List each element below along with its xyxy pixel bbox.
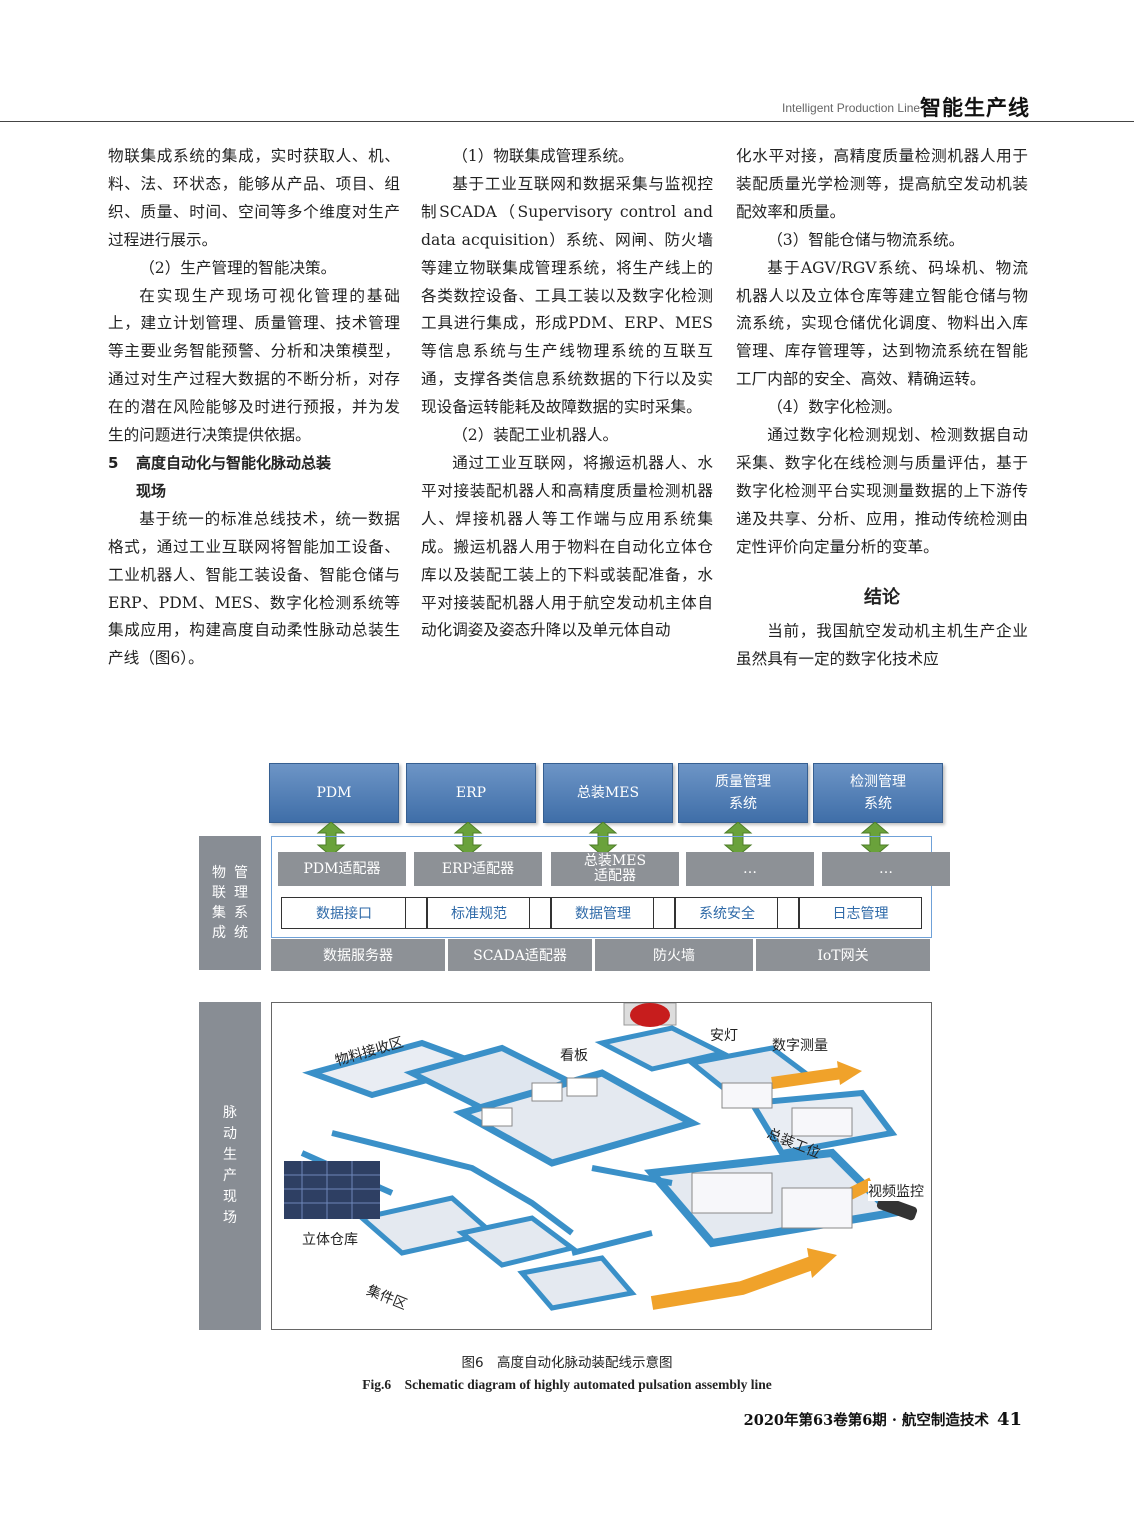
adapter-more: … xyxy=(822,852,950,886)
system-box-pdm: PDM xyxy=(269,763,399,823)
paragraph: （2）装配工业机器人。 xyxy=(452,426,619,445)
paragraph: 基于统一的标准总线技术，统一数据格式，通过工业互联网将智能加工设备、工业机器人、… xyxy=(108,509,400,668)
system-box-mes: 总装MES xyxy=(543,763,673,823)
section-title-line1: 高度自动化与智能化脉动总装 xyxy=(136,453,332,472)
paragraph: 通过工业互联网，将搬运机器人、水平对接装配机器人和高精度质量检测机器人、焊接机器… xyxy=(421,453,713,640)
paragraph: （2）生产管理的智能决策。 xyxy=(139,258,337,277)
conclusion-heading: 结论 xyxy=(864,586,900,608)
system-box-quality: 质量管理系统 xyxy=(678,763,808,823)
paragraph: 当前，我国航空发动机主机生产企业虽然具有一定的数字化技术应 xyxy=(736,621,1028,668)
double-arrow-icon xyxy=(860,822,890,856)
component-iot-gateway: IoT网关 xyxy=(756,939,930,971)
component-scada-adapter: SCADA适配器 xyxy=(448,939,592,971)
text-column-2: （1）物联集成管理系统。 基于工业互联网和数据采集与监视控制SCADA（Supe… xyxy=(421,143,713,645)
section-title-line2: 现场 xyxy=(136,481,167,500)
interface-data: 数据接口 xyxy=(281,897,407,929)
component-data-server: 数据服务器 xyxy=(271,939,445,971)
label-video-monitor: 视频监控 xyxy=(868,1181,924,1201)
interface-data-management: 数据管理 xyxy=(551,897,655,929)
paragraph: 化水平对接，高精度质量检测机器人用于装配质量光学检测等，提高航空发动机装配效率和… xyxy=(736,147,1028,221)
component-firewall: 防火墙 xyxy=(595,939,753,971)
double-arrow-icon xyxy=(588,822,618,856)
label-andon: 安灯 xyxy=(710,1028,738,1044)
page-number: 41 xyxy=(996,1409,1022,1430)
interface-separator xyxy=(653,897,675,929)
adapter-pdm: PDM适配器 xyxy=(278,852,406,886)
production-scene: 物料接收区 看板 安灯 数字测量 总装工位 视频监控 立体仓库 集件区 xyxy=(271,1002,932,1330)
running-header-zh: 智能生产线 xyxy=(920,96,1030,120)
paragraph: （4）数字化检测。 xyxy=(767,398,902,417)
interface-standard: 标准规范 xyxy=(427,897,531,929)
interface-separator xyxy=(777,897,799,929)
label-digital-measure: 数字测量 xyxy=(772,1038,828,1054)
side-label-iot-integration: 物管 联理 集系 成统 xyxy=(199,836,261,970)
side-label-pulse-production: 脉 动 生 产 现 场 xyxy=(199,1002,261,1330)
interface-separator xyxy=(529,897,551,929)
label-board: 看板 xyxy=(560,1048,588,1064)
system-box-inspection: 检测管理系统 xyxy=(813,763,943,823)
label-warehouse: 立体仓库 xyxy=(302,1232,358,1248)
page-footer: 2020年第63卷第6期 · 航空制造技术 41 xyxy=(744,1409,1022,1430)
section-heading: 5 高度自动化与智能化脉动总装 现场 xyxy=(108,450,400,506)
text-column-3: 化水平对接，高精度质量检测机器人用于装配质量光学检测等，提高航空发动机装配效率和… xyxy=(736,143,1028,673)
header-rule xyxy=(0,121,1134,122)
system-box-erp: ERP xyxy=(406,763,536,823)
paragraph: （1）物联集成管理系统。 xyxy=(452,147,634,165)
interface-log: 日志管理 xyxy=(799,897,922,929)
paragraph: 在实现生产现场可视化管理的基础上，建立计划管理、质量管理、技术管理等主要业务智能… xyxy=(108,286,400,445)
running-header-en: Intelligent Production Line xyxy=(782,101,921,115)
integration-frame xyxy=(271,836,932,938)
paragraph: 基于AGV/RGV系统、码垛机、物流机器人以及立体仓库等建立智能仓储与物流系统，… xyxy=(736,258,1028,389)
adapter-more: … xyxy=(686,852,814,886)
double-arrow-icon xyxy=(316,822,346,856)
journal-info: 2020年第63卷第6期 · 航空制造技术 xyxy=(743,1412,989,1429)
double-arrow-icon xyxy=(453,822,483,856)
interface-security: 系统安全 xyxy=(675,897,779,929)
interface-separator xyxy=(405,897,427,929)
paragraph: 基于工业互联网和数据采集与监视控制SCADA（Supervisory contr… xyxy=(421,174,713,417)
paragraph: （3）智能仓储与物流系统。 xyxy=(767,230,965,249)
adapter-erp: ERP适配器 xyxy=(414,852,542,886)
text-column-1: 物联集成系统的集成，实时获取人、机、料、法、环状态，能够从产品、项目、组织、质量… xyxy=(108,143,400,673)
figure-caption-zh: 图6 高度自动化脉动装配线示意图 xyxy=(461,1355,673,1371)
double-arrow-icon xyxy=(723,822,753,856)
paragraph: 通过数字化检测规划、检测数据自动采集、数字化在线检测与质量评估，基于数字化检测平… xyxy=(736,426,1028,556)
section-number: 5 xyxy=(108,453,119,472)
figure-caption-en: Fig.6 Schematic diagram of highly automa… xyxy=(362,1377,772,1392)
factory-illustration xyxy=(284,1003,918,1311)
paragraph: 物联集成系统的集成，实时获取人、机、料、法、环状态，能够从产品、项目、组织、质量… xyxy=(108,147,400,249)
